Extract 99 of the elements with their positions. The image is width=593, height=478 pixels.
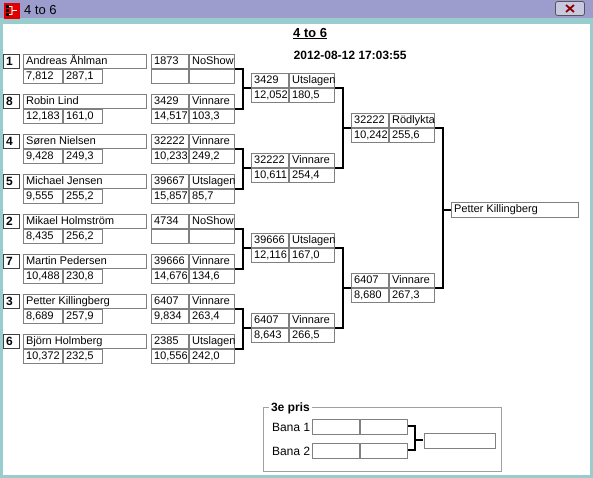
status-field: Vinnare xyxy=(189,294,235,309)
speed-field: 256,2 xyxy=(63,229,103,244)
time-field: 10,611 xyxy=(251,168,289,183)
speed-field: 230,8 xyxy=(63,269,103,284)
name-field: Martin Pedersen xyxy=(23,254,147,269)
seed-number: 2 xyxy=(3,214,20,229)
bracket-line xyxy=(335,127,351,169)
name-field: Petter Killingberg xyxy=(23,294,147,309)
time-field: 9,834 xyxy=(151,309,189,324)
name-field: Robin Lind xyxy=(23,94,147,109)
id-field: 2385 xyxy=(151,334,189,349)
time-field: 8,643 xyxy=(251,328,289,343)
speed-field: 267,3 xyxy=(389,288,435,303)
name-field: Andreas Åhlman xyxy=(23,54,147,69)
id-field: 6407 xyxy=(251,313,289,328)
seed-number: 7 xyxy=(3,254,20,269)
winner-field: Petter Killingberg xyxy=(451,202,579,218)
time-field: 8,435 xyxy=(23,229,63,244)
id-field: 39667 xyxy=(151,174,189,189)
name-field: Søren Nielsen xyxy=(23,134,147,149)
status-field: Vinnare xyxy=(289,313,335,328)
window-title: 4 to 6 xyxy=(24,2,57,17)
status-field: Utslagen xyxy=(189,334,235,349)
seed-number: 8 xyxy=(3,94,20,109)
speed-field: 263,4 xyxy=(189,309,235,324)
status-field: Vinnare xyxy=(189,134,235,149)
id-field: 4734 xyxy=(151,214,189,229)
speed-field: 249,3 xyxy=(63,149,103,164)
time-field: 10,242 xyxy=(351,128,389,143)
time-field: 9,428 xyxy=(23,149,63,164)
time-field: 15,857 xyxy=(151,189,189,204)
time-field: 12,183 xyxy=(23,109,63,124)
speed-field: 161,0 xyxy=(63,109,103,124)
status-field: Rödlykta xyxy=(389,113,435,128)
speed-field: 257,9 xyxy=(63,309,103,324)
status-field: Utslagen xyxy=(289,233,335,248)
speed-field: 232,5 xyxy=(63,349,103,364)
seed-number: 1 xyxy=(3,54,20,69)
status-field: NoShow xyxy=(189,214,235,229)
name-field: Michael Jensen xyxy=(23,174,147,189)
seed-number: 6 xyxy=(3,334,20,349)
status-field: Vinnare xyxy=(389,273,435,288)
field-label: Bana 2 xyxy=(272,444,310,458)
speed-field: 180,5 xyxy=(289,88,335,103)
status-field: NoShow xyxy=(189,54,235,69)
seed-number: 4 xyxy=(3,134,20,149)
id-field: 32222 xyxy=(151,134,189,149)
speed-field: 103,3 xyxy=(189,109,235,124)
time-field: 10,372 xyxy=(23,349,63,364)
time-field: 8,680 xyxy=(351,288,389,303)
bracket-line xyxy=(407,439,423,451)
id-field: 3429 xyxy=(251,73,289,88)
time-field: 10,556 xyxy=(151,349,189,364)
time-field: 12,052 xyxy=(251,88,289,103)
bracket-line xyxy=(435,209,451,289)
speed-field: 287,1 xyxy=(63,69,103,84)
speed-field: 134,6 xyxy=(189,269,235,284)
id-field: 32222 xyxy=(351,113,389,128)
id-field: 32222 xyxy=(251,153,289,168)
id-field: 1873 xyxy=(151,54,189,69)
time-field: 14,676 xyxy=(151,269,189,284)
speed-field: 249,2 xyxy=(189,149,235,164)
bracket-line xyxy=(335,287,351,329)
speed-field: 85,7 xyxy=(189,189,235,204)
name-field: Björn Holmberg xyxy=(23,334,147,349)
speed-field: 255,6 xyxy=(389,128,435,143)
status-field: Vinnare xyxy=(189,254,235,269)
bracket-line xyxy=(235,87,251,110)
id-field: 39666 xyxy=(251,233,289,248)
status-field: Vinnare xyxy=(289,153,335,168)
time-field: 8,689 xyxy=(23,309,63,324)
id-field: 6407 xyxy=(351,273,389,288)
bracket-line xyxy=(235,167,251,190)
speed-field: 254,4 xyxy=(289,168,335,183)
speed-field: 266,5 xyxy=(289,328,335,343)
time-field: 10,233 xyxy=(151,149,189,164)
name-field: Mikael Holmström xyxy=(23,214,147,229)
bracket-line xyxy=(235,247,251,270)
speed-field: 242,0 xyxy=(189,349,235,364)
date-time: 2012-08-12 17:03:55 xyxy=(292,48,408,62)
id-field: 3429 xyxy=(151,94,189,109)
id-field: 6407 xyxy=(151,294,189,309)
id-field: 39666 xyxy=(151,254,189,269)
speed-field: 167,0 xyxy=(289,248,335,263)
seed-number: 3 xyxy=(3,294,20,309)
time-field: 7,812 xyxy=(23,69,63,84)
group-title: 3e pris xyxy=(269,400,312,414)
bracket-line xyxy=(235,327,251,350)
status-field: Utslagen xyxy=(189,174,235,189)
status-field: Vinnare xyxy=(189,94,235,109)
heading: 4 to 6 xyxy=(292,25,328,40)
time-field: 9,555 xyxy=(23,189,63,204)
field-label: Bana 1 xyxy=(272,420,310,434)
time-field: 12,116 xyxy=(251,248,289,263)
time-field: 10,488 xyxy=(23,269,63,284)
status-field: Utslagen xyxy=(289,73,335,88)
time-field: 14,517 xyxy=(151,109,189,124)
speed-field: 255,2 xyxy=(63,189,103,204)
seed-number: 5 xyxy=(3,174,20,189)
